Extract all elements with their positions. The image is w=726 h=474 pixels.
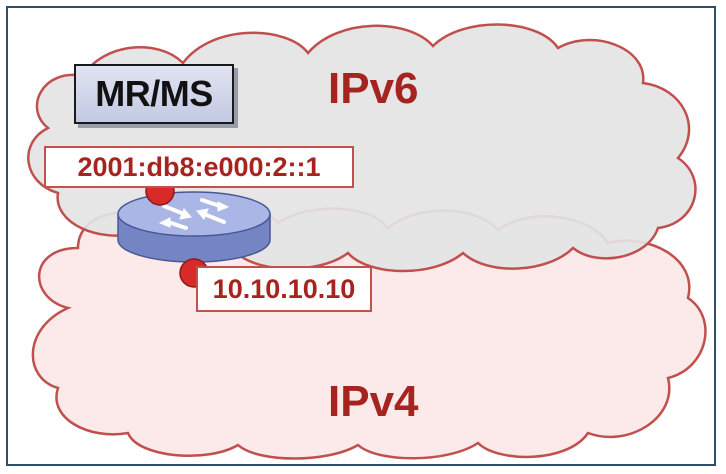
mr-ms-label: MR/MS bbox=[74, 64, 234, 124]
ipv4-cloud-label: IPv4 bbox=[328, 377, 419, 426]
ipv4-address-label: 10.10.10.10 bbox=[196, 266, 372, 312]
diagram-frame: IPv6 IPv4 MR/MS 2001:db8:e000:2::1 10.10… bbox=[6, 6, 716, 466]
router-icon bbox=[117, 191, 271, 263]
ipv6-address-label: 2001:db8:e000:2::1 bbox=[44, 146, 354, 188]
ipv6-cloud-label: IPv6 bbox=[328, 64, 419, 113]
